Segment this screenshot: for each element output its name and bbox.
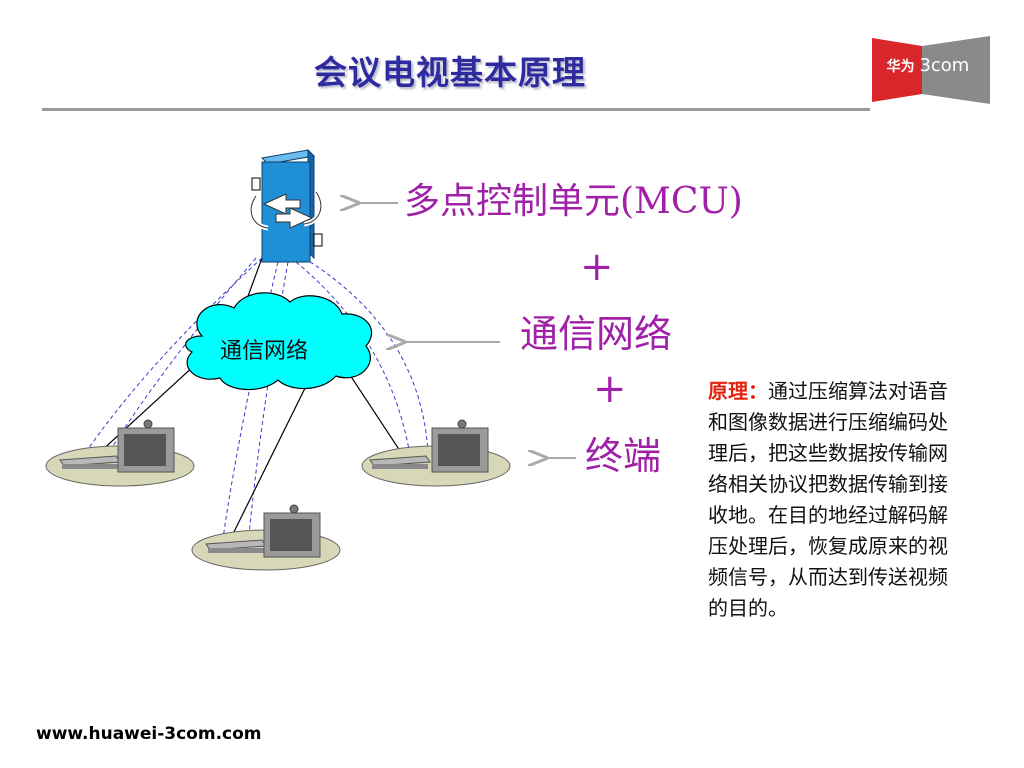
label-mcu: 多点控制单元(MCU) <box>404 181 743 222</box>
principle-description: 原理：通过压缩算法对语音和图像数据进行压缩编码处理后，把这些数据按传输网络相关协… <box>708 376 948 624</box>
logo-brand-cn: 华为 <box>886 59 915 75</box>
huawei-3com-logo <box>872 36 990 104</box>
principle-label: 原理： <box>708 379 768 403</box>
label-plus-2: + <box>593 366 627 412</box>
terminal-right <box>361 419 511 487</box>
cloud-label: 通信网络 <box>220 339 309 364</box>
network-cloud <box>185 292 372 391</box>
label-network: 通信网络 <box>520 312 673 356</box>
footer-url: www.huawei-3com.com <box>36 724 262 744</box>
label-plus-1: + <box>580 244 614 290</box>
label-terminal: 终端 <box>585 434 662 478</box>
logo-brand-en: 3com <box>919 55 970 76</box>
logo-text: 华为 3com <box>872 55 984 76</box>
mcu-device <box>248 148 324 263</box>
slide-title: 会议电视基本原理 <box>314 53 586 92</box>
solid-links <box>85 257 411 549</box>
terminal-left <box>45 419 195 487</box>
pointer-arrows <box>356 203 576 458</box>
title-divider <box>42 108 870 111</box>
principle-text: 通过压缩算法对语音和图像数据进行压缩编码处理后，把这些数据按传输网络相关协议把数… <box>708 379 948 620</box>
terminal-bottom <box>191 504 341 571</box>
